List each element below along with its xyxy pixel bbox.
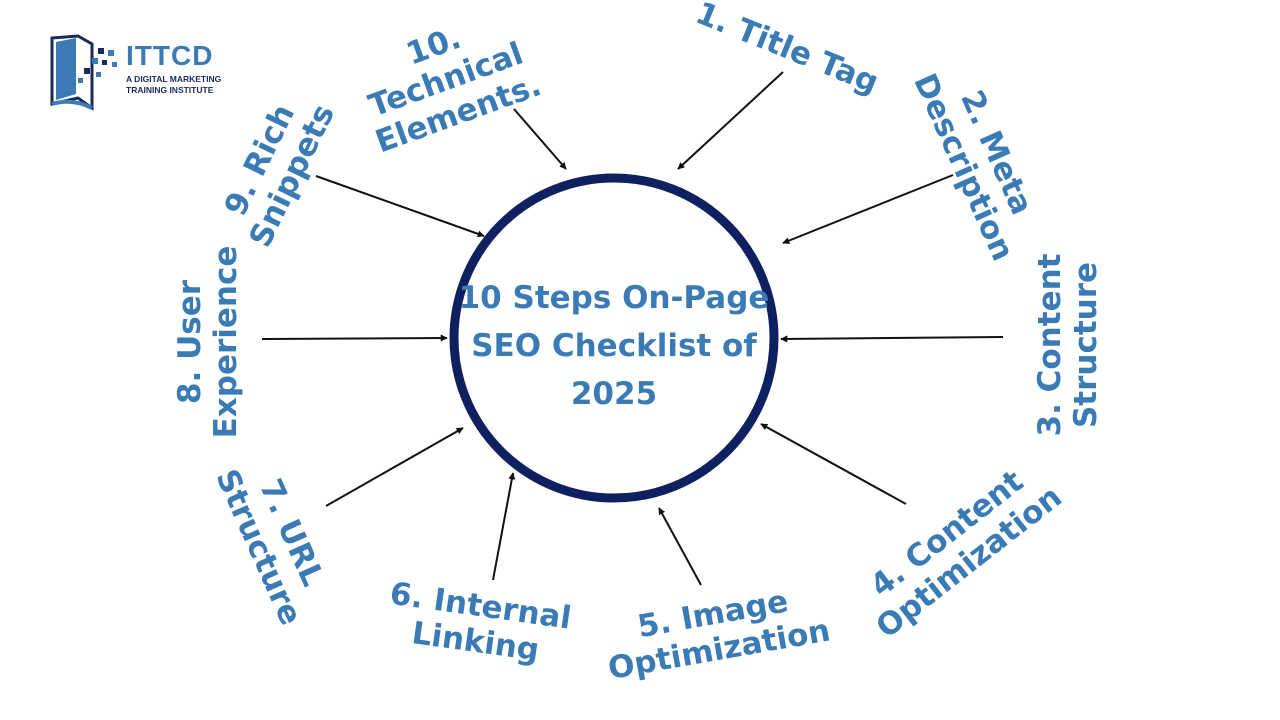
step-label-line: 3. Content (1032, 253, 1068, 437)
center-title-line: SEO Checklist of (471, 328, 757, 364)
arrow-meta-description (782, 174, 954, 244)
arrow-image-optimization (658, 507, 702, 586)
arrow-internal-linking (492, 472, 516, 581)
step-label-line: Experience (208, 245, 244, 439)
arrow-rich-snippets (315, 175, 485, 238)
logo: ITTCD A DIGITAL MARKETING TRAINING INSTI… (48, 34, 238, 114)
arrow-content-structure (780, 335, 1004, 343)
step-label-line: Structure (1068, 261, 1104, 429)
logo-tagline-line: TRAINING INSTITUTE (126, 85, 214, 95)
arrow-content-optimization (760, 423, 907, 505)
logo-tagline-line: A DIGITAL MARKETING (126, 74, 222, 84)
center-title-line: 2025 (570, 376, 658, 412)
center-title: 10 Steps On-Page SEO Checklist of 2025 (454, 274, 774, 418)
logo-name: ITTCD (126, 40, 214, 71)
arrow-title-tag (677, 71, 784, 170)
center-circle (449, 173, 779, 503)
arrow-url-structure (325, 427, 464, 507)
center-title-line: 10 Steps On-Page (458, 280, 770, 316)
arrow-technical-elements (513, 108, 567, 170)
book-pixel-icon (50, 34, 117, 111)
logo-tagline: A DIGITAL MARKETING TRAINING INSTITUTE (126, 74, 221, 96)
arrows-group (261, 71, 1004, 586)
step-label-line: 8. User (172, 279, 208, 405)
arrow-user-experience (261, 334, 448, 342)
